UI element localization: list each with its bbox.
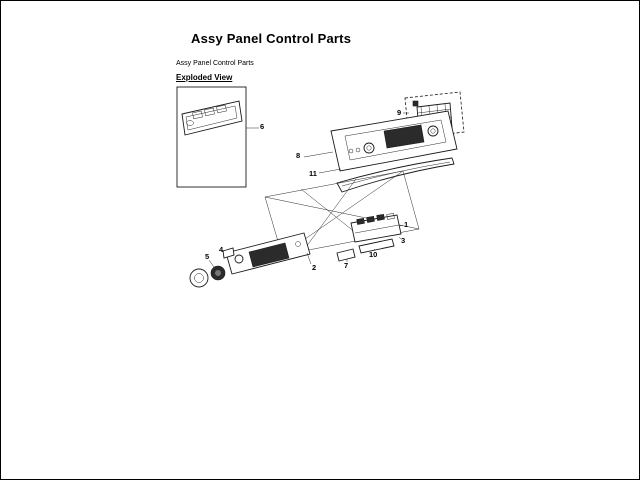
callout-4: 4 — [219, 245, 224, 254]
part-2-front-panel — [225, 232, 312, 275]
callout-1: 1 — [404, 220, 409, 229]
section-label-exploded-view: Exploded View — [176, 73, 233, 82]
callout-8: 8 — [296, 151, 301, 160]
part-7-bracket — [336, 248, 356, 262]
callout-2: 2 — [312, 263, 317, 272]
part-6-inset-frame — [176, 86, 259, 188]
page-title: Assy Panel Control Parts — [191, 31, 352, 46]
callout-3: 3 — [401, 236, 406, 245]
part-5-knobs — [189, 259, 226, 288]
part-8-control-panel-assy — [303, 110, 458, 174]
callout-9: 9 — [397, 108, 402, 117]
part-4-bracket — [222, 247, 235, 259]
callout-6: 6 — [260, 122, 265, 131]
callout-7: 7 — [344, 261, 349, 270]
page-subtitle: Assy Panel Control Parts — [176, 60, 254, 67]
part-10-strip — [358, 238, 395, 254]
part-1-pcb — [350, 213, 404, 243]
callout-5: 5 — [205, 252, 210, 261]
callout-11: 11 — [309, 169, 317, 178]
callout-10: 10 — [369, 250, 378, 259]
